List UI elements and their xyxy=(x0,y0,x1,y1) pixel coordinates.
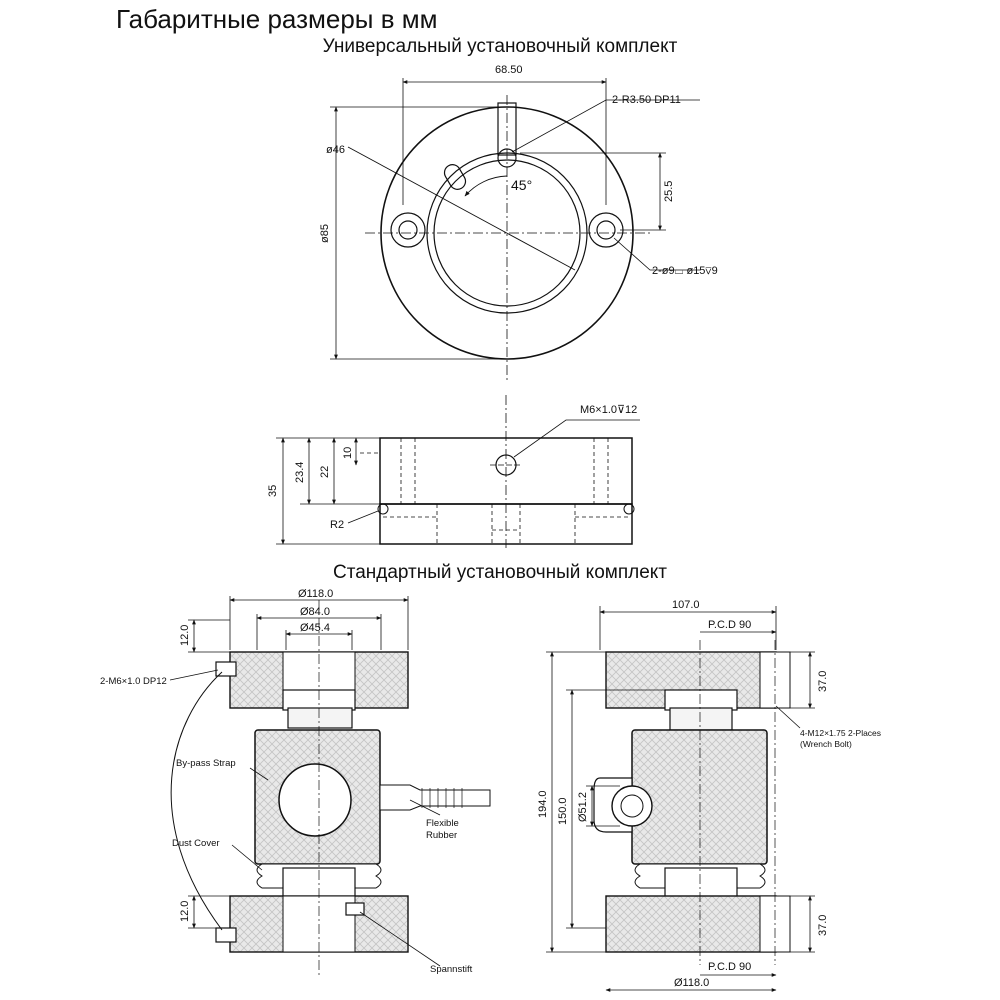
dim-10: 10 xyxy=(342,447,354,459)
dim-d84: Ø84.0 xyxy=(300,606,330,618)
dim-pcd-bot: P.C.D 90 xyxy=(708,961,751,973)
label-flexible: Flexible xyxy=(426,818,459,829)
dim-d45: Ø45.4 xyxy=(300,622,330,634)
dim-pcd-top: P.C.D 90 xyxy=(708,619,751,631)
mount-hole-right xyxy=(596,220,616,240)
mount-hole-left-outer xyxy=(390,212,426,248)
dim-25-5: 25.5 xyxy=(663,181,675,202)
dim-37-top: 37.0 xyxy=(817,671,829,692)
front-view xyxy=(169,596,491,975)
dim-d118-right: Ø118.0 xyxy=(674,977,709,989)
dim-radius-note: 2-R3.50 DP11 xyxy=(612,94,681,106)
top-view xyxy=(330,78,700,380)
section-title-standard: Стандартный установочный комплект xyxy=(332,562,667,583)
dim-thread-note: M6×1.0⊽12 xyxy=(580,404,637,416)
label-spannstift: Spannstift xyxy=(430,964,473,975)
angled-pin xyxy=(443,164,467,190)
dim-outer-dia: ø85 xyxy=(319,224,331,243)
dim-68-50: 68.50 xyxy=(495,64,523,76)
dim-d51: Ø51.2 xyxy=(577,792,589,822)
dim-d118: Ø118.0 xyxy=(298,588,333,600)
dim-12-bot: 12.0 xyxy=(179,901,191,922)
section-title-universal: Универсальный установочный комплект xyxy=(322,36,678,57)
label-bypass-strap: By-pass Strap xyxy=(176,758,236,769)
dim-hole-note: 2-ø9⌴ ø15⊽9 xyxy=(652,265,718,277)
right-base xyxy=(605,895,777,953)
dim-37-bot: 37.0 xyxy=(817,915,829,936)
cable-boss xyxy=(278,763,352,837)
dim-22: 22 xyxy=(319,466,331,478)
dim-angle: 45° xyxy=(511,177,532,193)
dim-35: 35 xyxy=(267,485,279,497)
dim-150: 150.0 xyxy=(557,797,569,825)
page-title: Габаритные размеры в мм xyxy=(116,4,438,34)
dim-radius-r2: R2 xyxy=(330,519,344,531)
mount-hole-left xyxy=(398,220,418,240)
dim-12-top: 12.0 xyxy=(179,625,191,646)
label-wrench-bolt: (Wrench Bolt) xyxy=(800,739,852,749)
label-screw-note: 2-M6×1.0 DP12 xyxy=(100,676,167,687)
right-view xyxy=(546,606,815,992)
label-dust-cover: Dust Cover xyxy=(172,838,220,849)
right-body xyxy=(631,729,768,865)
pin-slot xyxy=(497,102,517,156)
label-bolt-note: 4-M12×1.75 2-Places xyxy=(800,728,881,738)
dim-107: 107.0 xyxy=(672,599,700,611)
dim-inner-dia: ø46 xyxy=(326,144,345,156)
label-rubber: Rubber xyxy=(426,830,457,841)
dim-194: 194.0 xyxy=(537,790,549,818)
side-view xyxy=(276,395,640,548)
dim-23-4: 23.4 xyxy=(294,462,306,483)
